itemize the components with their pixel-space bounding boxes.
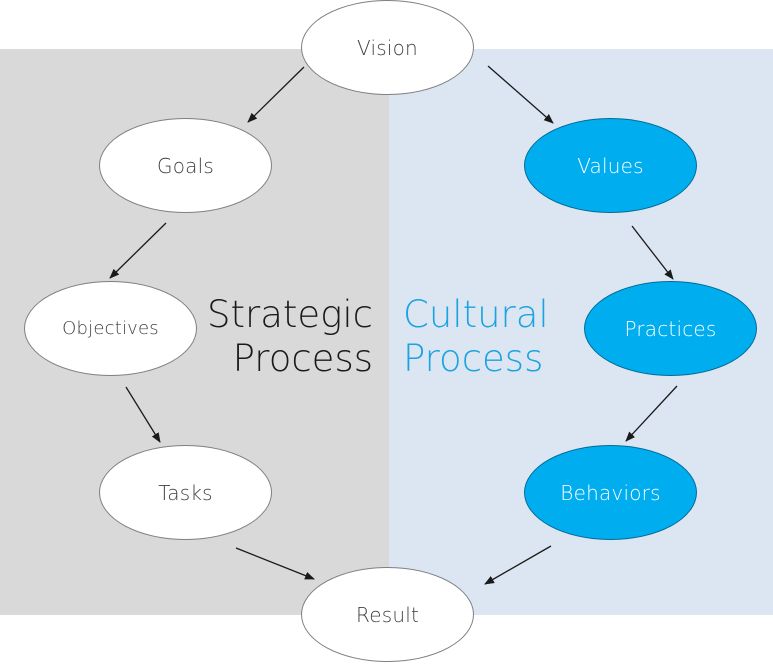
result-node: Result [301, 567, 474, 662]
strategic-line-2: Process [232, 337, 373, 380]
cultural-line-2: Process [403, 337, 544, 380]
tasks-node: Tasks [99, 445, 272, 540]
arrow-vision-goals [247, 66, 305, 123]
arrow-practices-behaviors [625, 385, 678, 442]
arrow-tasks-result [235, 547, 315, 580]
strategic-line-1: Strategic [207, 293, 373, 336]
arrow-values-practices [631, 225, 674, 280]
arrow-goals-objectives [109, 222, 167, 279]
tasks-label: Tasks [158, 480, 213, 505]
objectives-label: Objectives [62, 318, 159, 339]
practices-label: Practices [624, 316, 717, 341]
behaviors-node: Behaviors [524, 445, 697, 540]
goals-node: Goals [99, 118, 272, 213]
vision-node: Vision [301, 0, 474, 95]
arrow-objectives-tasks [125, 386, 161, 443]
values-node: Values [524, 118, 697, 213]
practices-node: Practices [584, 281, 757, 376]
arrow-vision-values [487, 65, 554, 124]
vision-label: Vision [357, 35, 418, 60]
behaviors-label: Behaviors [560, 480, 661, 505]
result-label: Result [356, 602, 419, 627]
objectives-node: Objectives [24, 281, 197, 376]
cultural-process-label: Cultural Process [403, 293, 573, 381]
cultural-line-1: Cultural [403, 293, 549, 336]
values-label: Values [577, 153, 644, 178]
goals-label: Goals [157, 153, 214, 178]
strategic-process-label: Strategic Process [203, 293, 373, 381]
arrow-behaviors-result [484, 545, 552, 585]
